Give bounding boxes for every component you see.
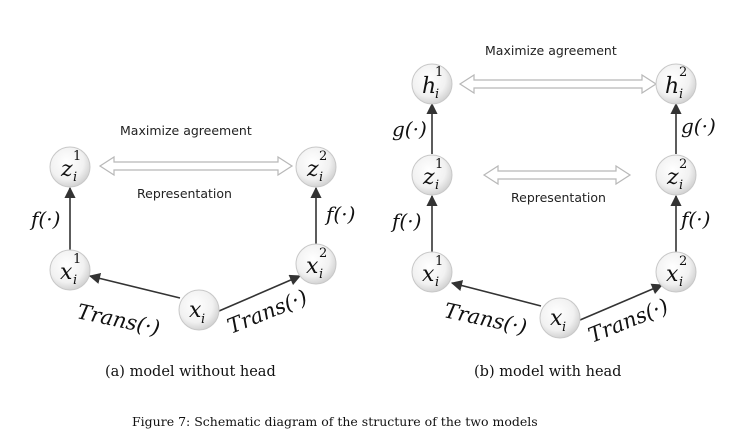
svg-text:1: 1 bbox=[435, 157, 443, 172]
a-f-label-right: f(·) bbox=[324, 202, 355, 226]
node-b-h1: h 1 i bbox=[411, 63, 453, 105]
arrow-xroot-to-x1 bbox=[88, 272, 181, 299]
svg-text:1: 1 bbox=[435, 65, 443, 80]
node-a-z2: z 2 i bbox=[295, 146, 337, 188]
svg-text:i: i bbox=[435, 87, 439, 102]
b-f-label-left: f(·) bbox=[390, 209, 421, 233]
b-f-label-right: f(·) bbox=[679, 207, 710, 231]
node-b-x1: x 1 i bbox=[411, 251, 453, 293]
node-a-x1: x 1 i bbox=[49, 249, 91, 291]
svg-text:i: i bbox=[679, 178, 683, 193]
svg-text:i: i bbox=[679, 275, 683, 290]
svg-text:x: x bbox=[422, 262, 435, 287]
node-b-xroot: x i bbox=[539, 297, 581, 339]
node-b-h2: h 2 i bbox=[655, 63, 697, 105]
b-g-label-left: g(·) bbox=[392, 117, 427, 141]
a-trans-label-left: Trans(·) bbox=[75, 299, 162, 340]
svg-text:i: i bbox=[73, 273, 77, 288]
node-b-x2: x 2 i bbox=[655, 251, 697, 293]
a-trans-label-right: Trans(·) bbox=[224, 285, 311, 339]
b-g-label-right: g(·) bbox=[681, 114, 716, 138]
svg-text:2: 2 bbox=[319, 149, 327, 164]
svg-text:i: i bbox=[679, 87, 683, 102]
svg-text:h: h bbox=[665, 74, 679, 99]
arrow-b-xroot-to-x1 bbox=[450, 280, 542, 307]
panel-a: z 1 i z 2 i x 1 i x 2 i x i Maximize ag bbox=[29, 123, 355, 380]
svg-text:x: x bbox=[550, 306, 563, 331]
svg-text:2: 2 bbox=[679, 65, 687, 80]
svg-text:z: z bbox=[60, 157, 73, 182]
node-a-z1: z 1 i bbox=[49, 146, 91, 188]
node-b-z2: z 2 i bbox=[655, 154, 697, 196]
figure-caption: Figure 7: Schematic diagram of the struc… bbox=[132, 414, 538, 429]
svg-text:i: i bbox=[201, 312, 205, 327]
maximize-agreement-double-arrow bbox=[98, 155, 294, 177]
arrow-b-xroot-to-x2 bbox=[579, 283, 664, 321]
svg-text:z: z bbox=[306, 157, 319, 182]
svg-text:2: 2 bbox=[319, 246, 327, 261]
b-representation-double-arrow bbox=[482, 164, 632, 186]
svg-text:z: z bbox=[666, 165, 679, 190]
node-a-x2: x 2 i bbox=[295, 243, 337, 285]
svg-text:1: 1 bbox=[435, 254, 443, 269]
node-a-xroot: x i bbox=[178, 289, 220, 331]
b-trans-label-right: Trans(·) bbox=[585, 294, 672, 348]
svg-text:x: x bbox=[189, 298, 202, 323]
svg-text:i: i bbox=[319, 170, 323, 185]
b-trans-label-left: Trans(·) bbox=[442, 298, 529, 339]
svg-text:x: x bbox=[306, 254, 319, 279]
svg-text:2: 2 bbox=[679, 254, 687, 269]
svg-text:i: i bbox=[73, 170, 77, 185]
svg-text:2: 2 bbox=[679, 157, 687, 172]
panel-b: h 1 i h 2 i z 1 i z 2 i x 1 i bbox=[390, 43, 716, 380]
svg-text:x: x bbox=[60, 260, 73, 285]
svg-text:i: i bbox=[562, 320, 566, 335]
arrow-xroot-to-x2 bbox=[218, 274, 302, 312]
svg-text:i: i bbox=[435, 275, 439, 290]
svg-text:1: 1 bbox=[73, 149, 81, 164]
svg-text:i: i bbox=[319, 267, 323, 282]
b-representation-label: Representation bbox=[511, 190, 606, 205]
svg-text:x: x bbox=[666, 262, 679, 287]
svg-text:h: h bbox=[422, 74, 436, 99]
a-maximize-label: Maximize agreement bbox=[120, 123, 252, 138]
a-representation-label: Representation bbox=[137, 186, 232, 201]
svg-text:i: i bbox=[435, 178, 439, 193]
b-maximize-label: Maximize agreement bbox=[485, 43, 617, 58]
a-f-label-left: f(·) bbox=[29, 207, 60, 231]
a-caption: (a) model without head bbox=[105, 364, 276, 380]
node-b-z1: z 1 i bbox=[411, 154, 453, 196]
svg-text:1: 1 bbox=[73, 252, 81, 267]
b-maximize-agreement-double-arrow bbox=[458, 73, 658, 95]
b-caption: (b) model with head bbox=[474, 364, 621, 380]
svg-text:z: z bbox=[422, 165, 435, 190]
